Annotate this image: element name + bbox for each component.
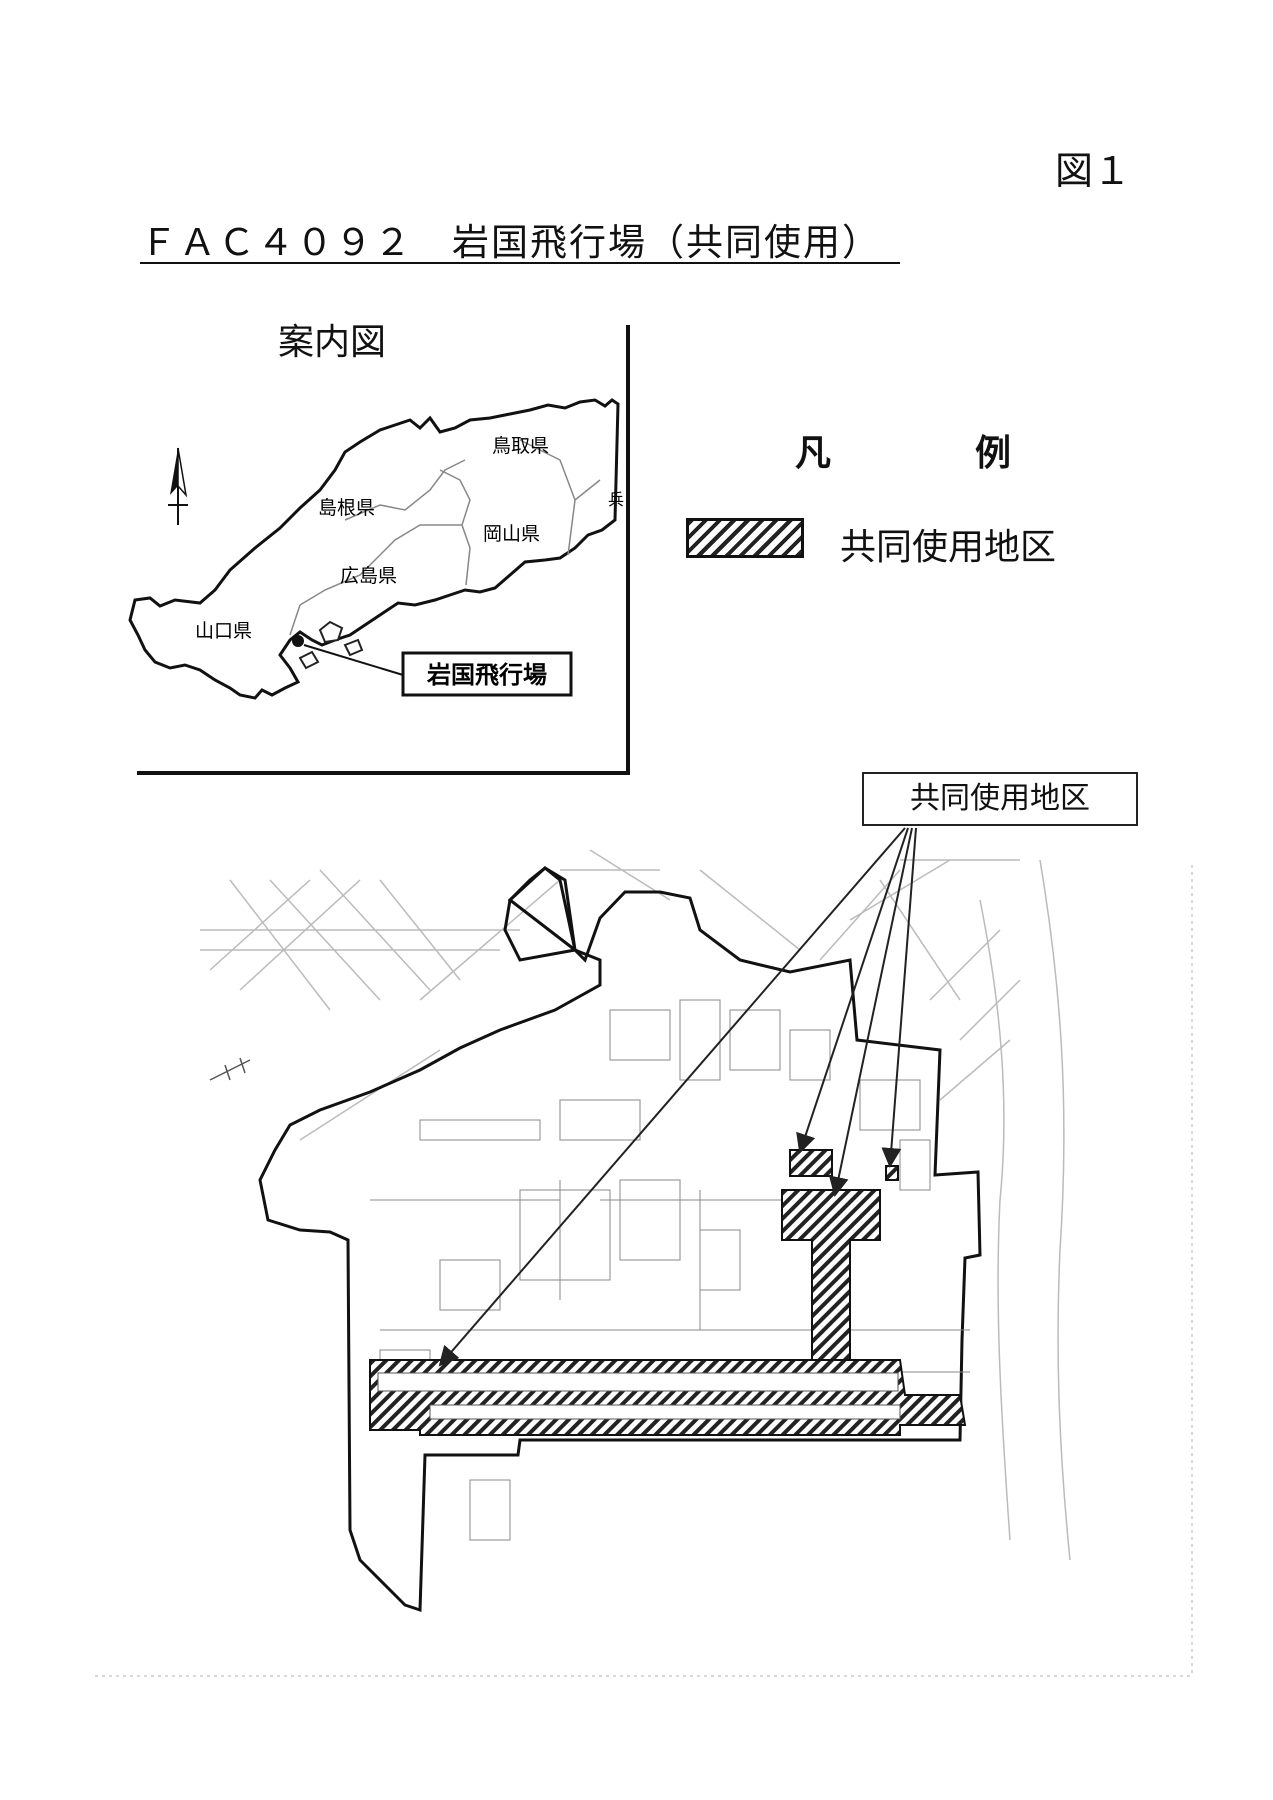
chugoku-coastline <box>128 398 620 700</box>
inset-map-title: 案内図 <box>278 322 387 363</box>
runway-shared-area <box>369 1359 967 1436</box>
page-title: ＦＡＣ４０９２ 岩国飛行場（共同使用） <box>140 221 881 264</box>
prefecture-label-yamaguchi: 山口県 <box>195 620 252 642</box>
airfield-label-box <box>401 651 573 697</box>
legend-heading: 凡 例 <box>795 433 1066 474</box>
north-arrow-icon <box>168 447 188 525</box>
base-buildings <box>370 999 970 1541</box>
legend-hatch-swatch <box>686 518 804 558</box>
airfield-site-map <box>200 849 1071 1613</box>
shared-area-apron-north <box>789 1149 833 1177</box>
northern-annex-boundary <box>503 866 577 962</box>
legend-label-shared-area: 共同使用地区 <box>840 527 1057 568</box>
street-grid <box>200 849 1071 1561</box>
airfield-location-marker <box>292 635 304 647</box>
facility-boundary <box>258 866 982 1613</box>
shared-area-terminal <box>781 1189 881 1361</box>
airfield-label: 岩国飛行場 <box>426 661 547 689</box>
prefecture-label-okayama: 岡山県 <box>483 523 540 545</box>
islands <box>298 620 364 670</box>
shared-area-small <box>885 1165 899 1181</box>
prefecture-label-edge: 兵 <box>608 490 624 509</box>
figure-number: 図１ <box>1055 149 1132 193</box>
inset-map: 鳥取県 島根県 岡山県 広島県 山口県 兵 岩国飛行場 <box>128 325 630 775</box>
prefecture-label-shimane: 島根県 <box>318 497 375 519</box>
shared-area-callout: 共同使用地区 <box>862 772 1138 826</box>
title-underline <box>140 262 900 264</box>
callout-leaders <box>438 827 917 1367</box>
prefecture-label-hiroshima: 広島県 <box>340 565 397 587</box>
prefecture-label-tottori: 鳥取県 <box>492 435 549 457</box>
prefecture-borders <box>289 439 601 636</box>
